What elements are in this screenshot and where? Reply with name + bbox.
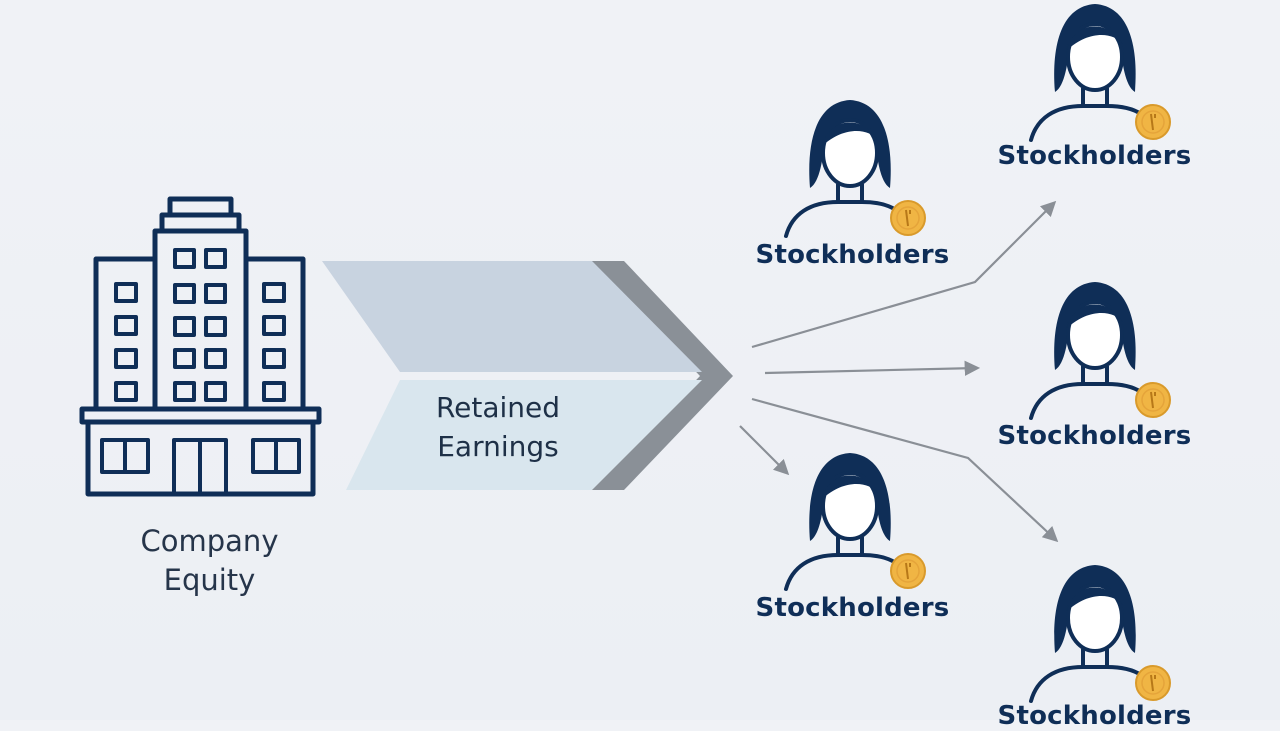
arrow-to-stockholders-bottom-left [739,425,790,476]
person-with-coin-icon [1029,565,1171,703]
person-with-coin-icon [1029,4,1171,142]
stockholders-label: Stockholders [997,421,1192,451]
coin-icon [890,200,926,236]
stockholders-label: Stockholders [755,593,950,623]
arrow-to-stockholders-bottom-right [751,397,1059,543]
stockholders-label: Stockholders [755,240,950,270]
company-equity-label: Company Equity [140,524,279,597]
coin-icon [1135,382,1171,418]
chevron-arrow-icon [322,261,733,490]
coin-icon [1135,665,1171,701]
coin-icon [890,553,926,589]
office-building-icon [79,196,322,497]
arrow-to-stockholders-middle-right [764,360,981,376]
arrow-to-stockholders-top-right [751,200,1057,349]
person-with-coin-icon [784,453,926,591]
stockholders-label: Stockholders [997,141,1192,171]
stockholders-label: Stockholders [997,701,1192,731]
retained-earnings-label: Retained Earnings [435,391,561,463]
person-with-coin-icon [784,100,926,238]
person-with-coin-icon [1029,282,1171,420]
coin-icon [1135,104,1171,140]
